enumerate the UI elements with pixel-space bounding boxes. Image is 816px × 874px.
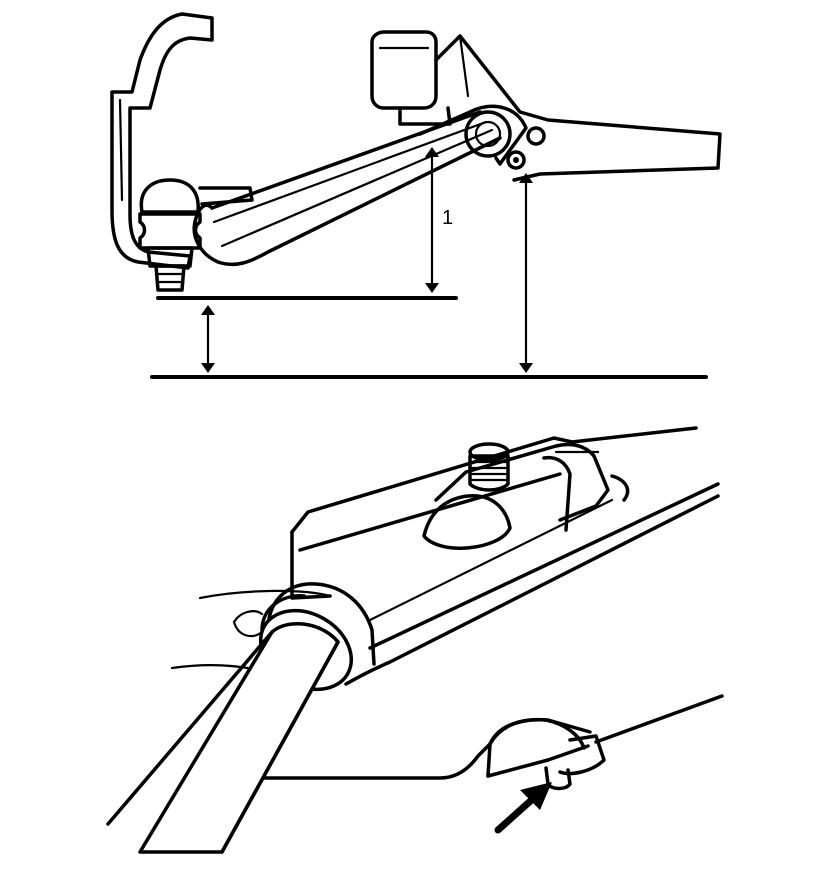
pivot-bushing <box>418 104 546 170</box>
steering-knuckle <box>110 12 214 270</box>
stabilizer-rod <box>106 621 340 854</box>
perspective-view-figure <box>106 426 724 854</box>
side-view-figure: 1 <box>110 12 722 379</box>
lower-control-arm <box>192 110 502 267</box>
ball-joint-boss <box>422 442 610 550</box>
control-arm-perspective <box>290 426 720 686</box>
bump-stop-bracket <box>370 30 722 182</box>
callout-label-1: 1 <box>442 207 453 229</box>
pointer-arrow <box>494 782 552 834</box>
